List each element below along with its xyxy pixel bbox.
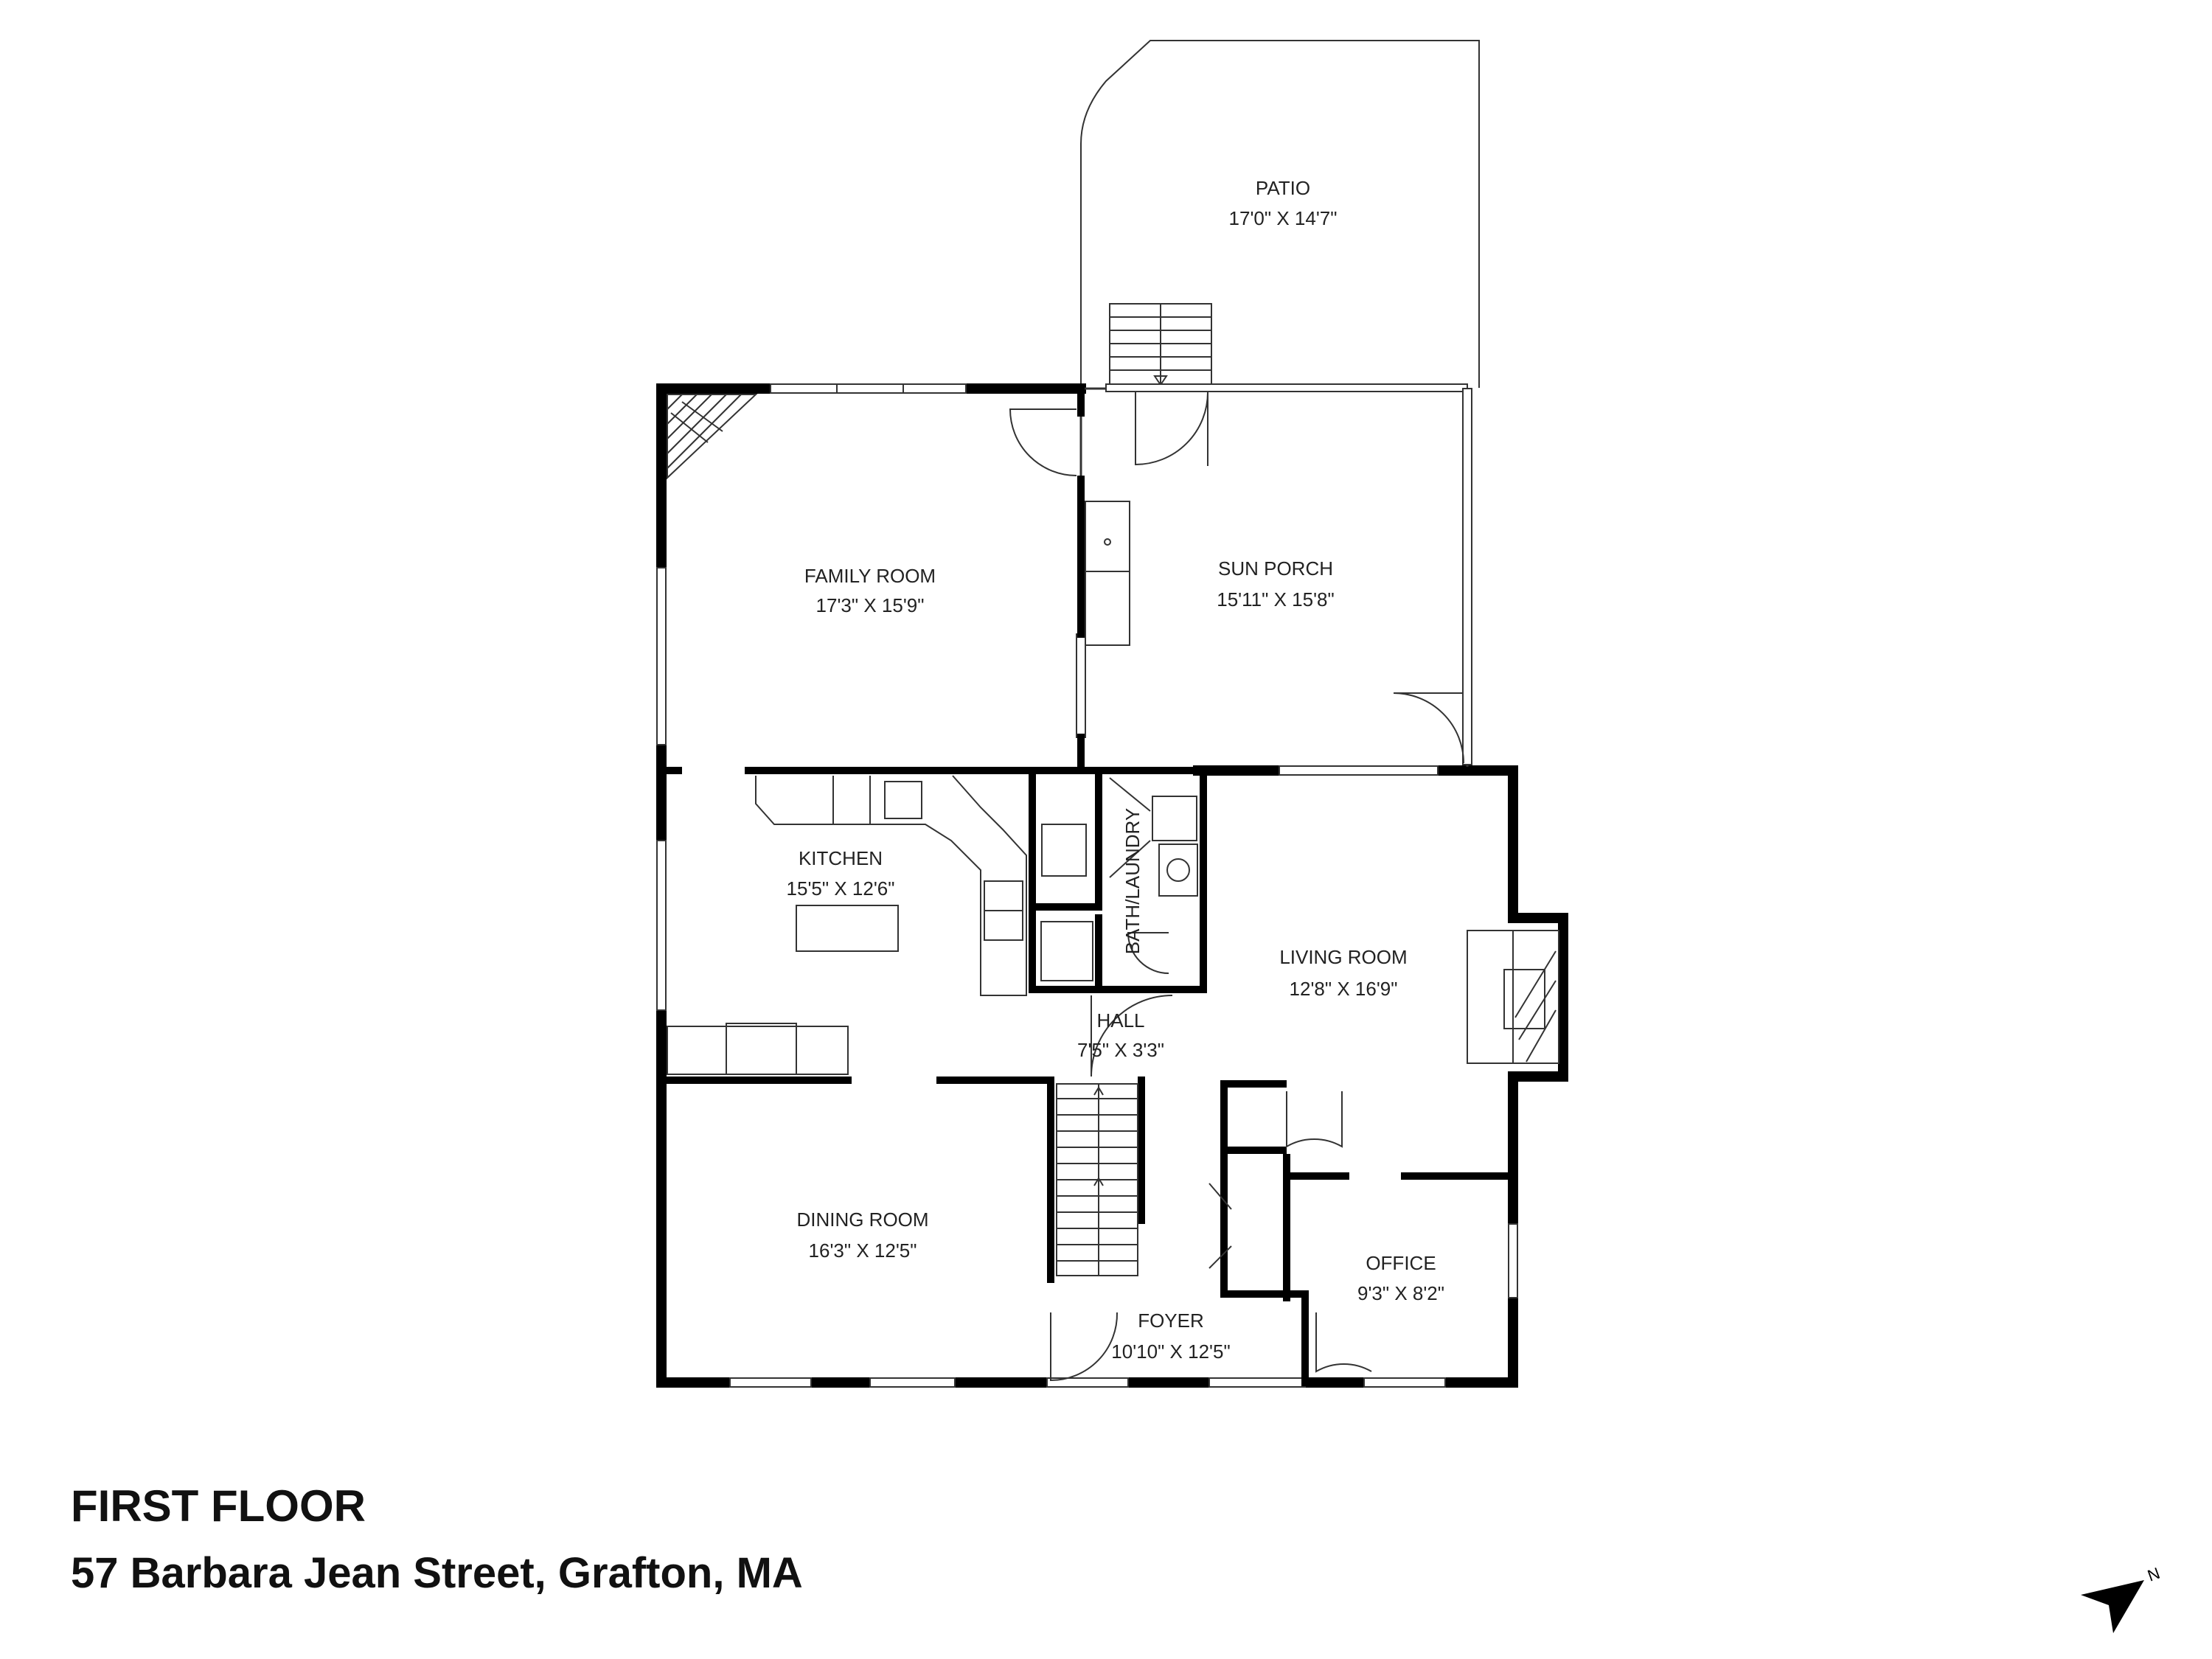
patio-steps [1109,303,1212,389]
family-room-name: FAMILY ROOM [804,565,936,587]
sun-porch-name: SUN PORCH [1218,557,1333,580]
patio-name: PATIO [1256,177,1310,199]
family-room-dims: 17'3" X 15'9" [816,594,925,616]
living-room-dims: 12'8" X 16'9" [1290,978,1398,1000]
bath-fixtures [1040,777,1198,981]
room-labels: PATIO 17'0" X 14'7" FAMILY ROOM 17'3" X … [787,177,1444,1363]
kitchen-name: KITCHEN [799,847,883,869]
staircase [1056,1083,1138,1276]
windows [656,383,1518,1388]
property-address: 57 Barbara Jean Street, Grafton, MA [71,1549,803,1597]
office-dims: 9'3" X 8'2" [1357,1282,1444,1304]
office-name: OFFICE [1366,1252,1436,1274]
patio-outline [1080,40,1480,388]
fireplace-living-room [1467,930,1559,1064]
patio-dims: 17'0" X 14'7" [1229,207,1338,229]
sun-porch-counter [1085,501,1130,646]
north-arrow-icon: N [2081,1567,2163,1633]
north-letter: N [2145,1567,2162,1585]
hall-dims: 7'5" X 3'3" [1077,1039,1164,1061]
dining-room-name: DINING ROOM [796,1208,928,1231]
interior-walls [658,385,1517,1386]
foyer-dims: 10'10" X 12'5" [1111,1340,1230,1363]
hall-name: HALL [1096,1009,1144,1032]
living-room-name: LIVING ROOM [1279,946,1407,968]
fireplace-family-room [667,394,758,480]
door-swings [1009,392,1464,1382]
foyer-name: FOYER [1138,1310,1204,1332]
sun-porch-dims: 15'11" X 15'8" [1217,588,1334,611]
kitchen-counters [667,775,1027,1075]
dining-room-dims: 16'3" X 12'5" [809,1239,917,1262]
kitchen-dims: 15'5" X 12'6" [787,877,895,900]
bath-laundry-name: BATH/LAUNDRY [1121,808,1144,954]
exterior-walls [656,383,1568,1388]
floor-title: FIRST FLOOR [71,1481,366,1531]
